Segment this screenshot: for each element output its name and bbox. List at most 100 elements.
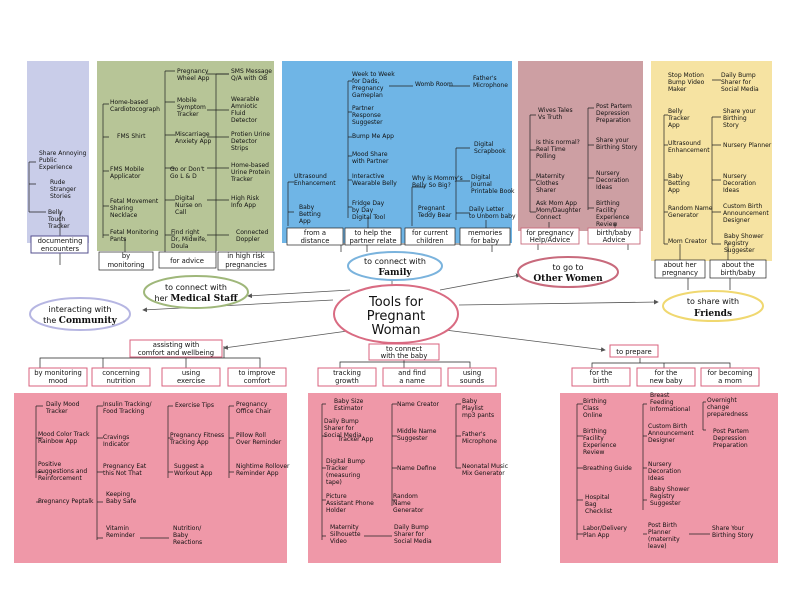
connect-baby-label-1: to connect (386, 345, 422, 353)
for-new-baby-label-2: new baby (649, 377, 682, 385)
for-advice-label: for advice (170, 257, 204, 265)
other-women-hub (517, 256, 619, 288)
prepare-label: to prepare (616, 348, 651, 356)
becoming-mom-label-1: for becoming (707, 369, 752, 377)
medical-item-5: FMS Shirt (117, 133, 146, 140)
center-title-line2: Pregnant (367, 309, 425, 324)
women-hub-line1: to go to (552, 263, 583, 272)
center-title-line3: Woman (372, 323, 421, 338)
medical-staff-hub (143, 275, 249, 309)
center-title-line1: Tools for (368, 295, 424, 310)
monitoring-mood-label-2: mood (48, 377, 67, 385)
monitoring-mood-box (28, 367, 88, 387)
friends-hub (662, 290, 764, 322)
connect-baby-panel (308, 393, 501, 563)
baby-item-6: Name Creator (397, 401, 440, 408)
family-item-4: Bump Me App (352, 133, 394, 140)
current-children-box (404, 227, 456, 246)
medical-hub-line2: her Medical Staff (155, 294, 239, 304)
for-birth-label-1: for the (590, 369, 613, 377)
assisting-label-2: comfort and wellbeing (138, 349, 214, 357)
family-hub (347, 251, 443, 281)
prepare-panel (560, 393, 778, 563)
using-sounds-label-1: using (463, 369, 481, 377)
concerning-nutrition-label-2: nutrition (107, 377, 136, 385)
help-partner-label-2: partner relate (349, 237, 396, 245)
assist-item-10: Exercise Tips (175, 402, 214, 409)
women-hub-line2: Other Women (533, 274, 603, 284)
comfort-panel (14, 393, 287, 563)
concerning-nutrition-label-1: concerning (102, 369, 140, 377)
using-sounds-box (447, 367, 497, 387)
using-exercise-label-1: using (182, 369, 200, 377)
community-hub (29, 297, 131, 331)
tracking-growth-label-2: growth (335, 377, 359, 385)
improve-comfort-label-1: to improve (239, 369, 276, 377)
documenting-label-1: documenting (38, 237, 83, 245)
for-new-baby-box (636, 367, 696, 387)
find-name-label-1: and find (398, 369, 426, 377)
concerning-nutrition-box (91, 367, 151, 387)
community-panel (27, 61, 89, 243)
for-advice-box (158, 251, 217, 269)
memories-label-2: for baby (471, 237, 499, 245)
label-boxes: documenting encounters by monitoring for… (28, 227, 767, 387)
using-exercise-box (161, 367, 221, 387)
assisting-box (129, 339, 223, 358)
other-women-panel (518, 61, 643, 231)
connect-baby-label-2: with the baby (381, 352, 428, 360)
assist-item-3: Pregnancy Peptalk (38, 498, 94, 505)
by-monitoring-label-1: by (122, 252, 130, 260)
about-pregnancy-label-2: pregnancy (662, 269, 698, 277)
community-hub-line1: interacting with (49, 305, 112, 314)
